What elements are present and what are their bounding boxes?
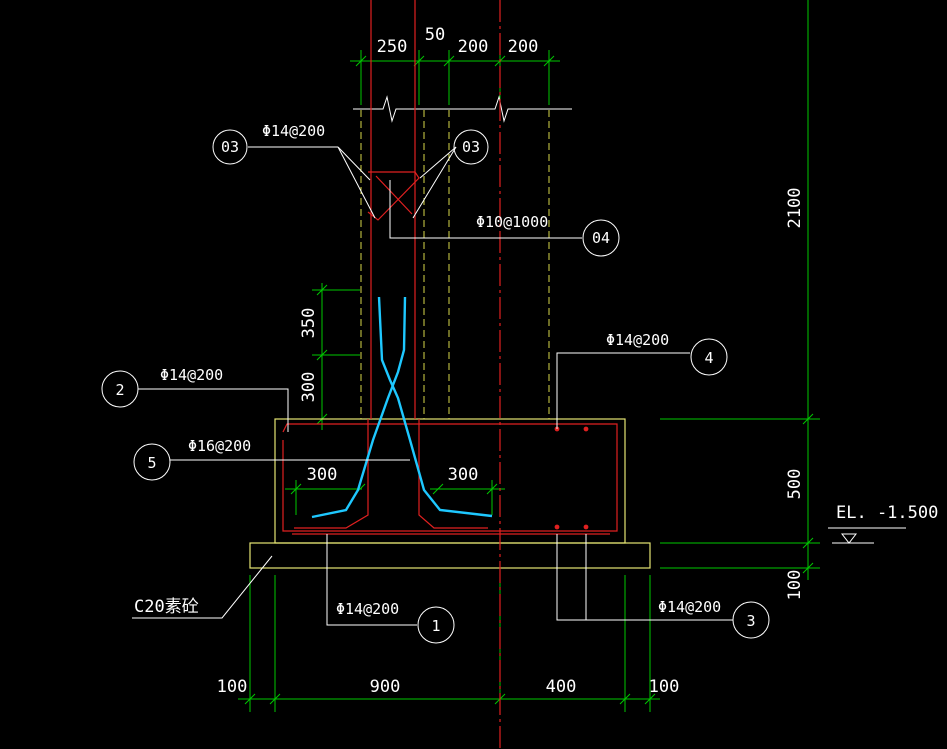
dim-top-50: 50: [425, 25, 445, 45]
dim-bottom-100-right: 100: [649, 677, 680, 697]
dim-left-300: 300: [299, 372, 319, 403]
dim-bottom-100-left: 100: [217, 677, 248, 697]
spec-3: Φ14@200: [658, 598, 721, 616]
dim-top-200a: 200: [458, 37, 489, 57]
callout-tag-1: 1: [431, 617, 440, 635]
dim-left-350: 350: [299, 308, 319, 339]
lean-concrete-pad: [249, 542, 651, 569]
callout-tag-3: 3: [746, 612, 755, 630]
callout-tag-04: 04: [592, 229, 610, 247]
bottom-dimension-labels: 100 900 400 100: [217, 677, 680, 697]
spec-04: Φ10@1000: [476, 213, 548, 231]
callout-tag-03-left: 03: [221, 138, 239, 156]
spec-1: Φ14@200: [336, 600, 399, 618]
leader-lines: [132, 146, 906, 626]
right-dimension-labels: 2100 500 100: [785, 188, 805, 601]
inner-dimension-labels: 300 300: [307, 465, 479, 485]
top-dimension-labels: 250 50 200 200: [377, 25, 539, 57]
callout-4: 4 Φ14@200: [606, 331, 728, 376]
callout-2: 2 Φ14@200: [101, 366, 223, 408]
spec-2: Φ14@200: [160, 366, 223, 384]
dimension-lines: [238, 0, 820, 712]
callout-1: 1 Φ14@200: [336, 600, 455, 644]
dim-bottom-400: 400: [546, 677, 577, 697]
spec-5: Φ16@200: [188, 437, 251, 455]
callout-03-right: 03: [453, 129, 489, 165]
callout-tag-4: 4: [704, 349, 713, 367]
dim-top-250: 250: [377, 37, 408, 57]
callout-tag-5: 5: [147, 454, 156, 472]
dim-inner-300-left: 300: [307, 465, 338, 485]
left-dimension-labels: 350 300: [299, 308, 319, 403]
dim-right-2100: 2100: [785, 188, 805, 229]
callout-04: 04 Φ10@1000: [476, 213, 620, 257]
spec-03: Φ14@200: [262, 122, 325, 140]
spec-4: Φ14@200: [606, 331, 669, 349]
concrete-outline: [249, 418, 651, 569]
callout-3: 3 Φ14@200: [658, 598, 770, 639]
callout-tag-2: 2: [115, 381, 124, 399]
callout-03-left: 03 Φ14@200: [212, 122, 325, 165]
break-line: [353, 95, 572, 123]
dim-inner-300-right: 300: [448, 465, 479, 485]
callout-tag-03-right: 03: [462, 138, 480, 156]
callout-5: 5 Φ16@200: [133, 437, 251, 481]
dim-top-200b: 200: [508, 37, 539, 57]
extra-rebar: [311, 296, 493, 519]
dim-bottom-900: 900: [370, 677, 401, 697]
material-label: C20素砼: [134, 597, 199, 617]
dim-right-100: 100: [785, 570, 805, 601]
rebar: [282, 0, 618, 749]
hidden-lines: [360, 110, 550, 419]
elevation-label: EL. -1.500: [836, 503, 938, 523]
dim-right-500: 500: [785, 469, 805, 500]
